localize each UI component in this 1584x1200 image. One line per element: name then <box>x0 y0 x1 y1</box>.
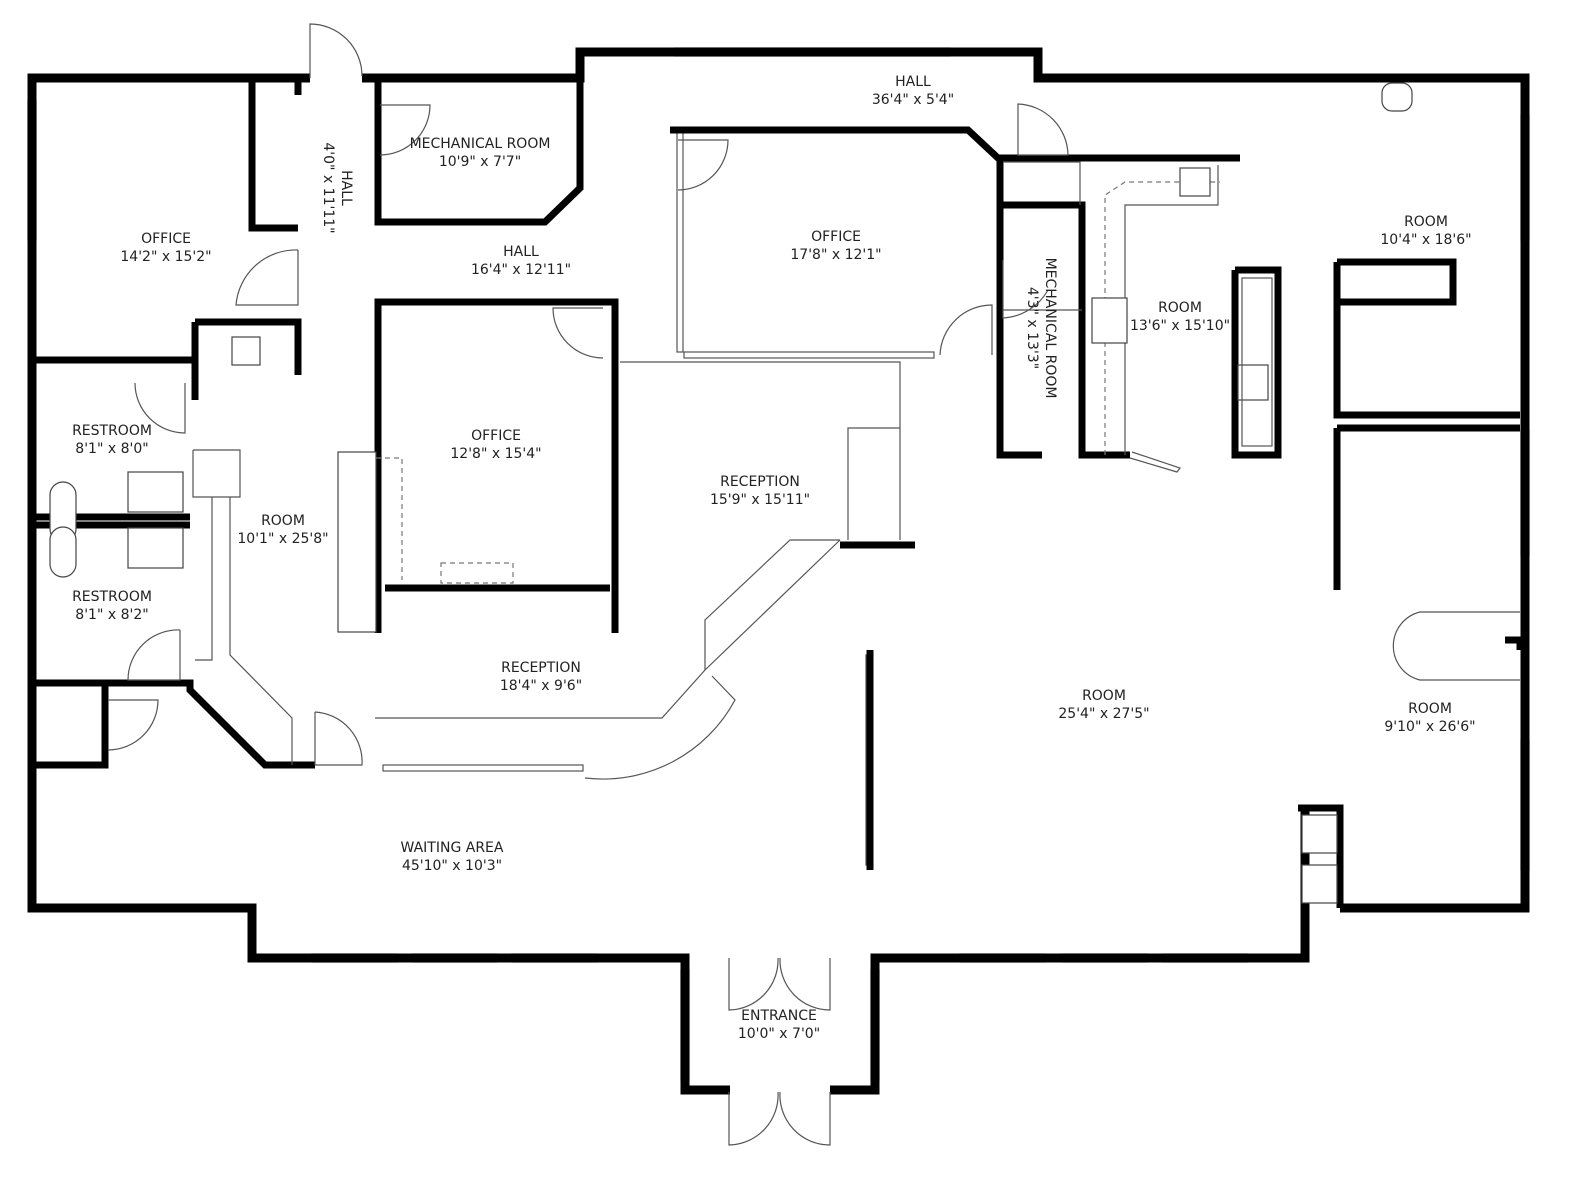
room-label-office-nw: OFFICE 14'2" x 15'2" <box>120 231 211 265</box>
room-size: 14'2" x 15'2" <box>120 249 211 265</box>
exterior-wall <box>362 47 1530 913</box>
room-size: 4'0" x 11'11" <box>320 142 336 233</box>
fixtures <box>49 82 1520 904</box>
room-size: 9'10" x 26'6" <box>1384 719 1475 735</box>
room-label-restroom-2: RESTROOM 8'1" x 8'2" <box>72 589 152 623</box>
room-label-office-center: OFFICE 17'8" x 12'1" <box>790 229 881 263</box>
room-size: 10'0" x 7'0" <box>738 1026 820 1042</box>
room-label-reception-lower: RECEPTION 18'4" x 9'6" <box>500 660 582 694</box>
room-label-room-long: ROOM 10'1" x 25'8" <box>237 513 328 547</box>
room-name: RECEPTION <box>720 474 800 490</box>
interior-walls <box>32 82 1524 908</box>
room-size: 25'4" x 27'5" <box>1058 706 1149 722</box>
room-label-mechanical-room-right: MECHANICAL ROOM 4'3" x 13'3" <box>1024 258 1058 399</box>
room-label-room-13x15: ROOM 13'6" x 15'10" <box>1130 300 1230 334</box>
room-name: HALL <box>895 74 931 90</box>
room-name: RESTROOM <box>72 423 152 439</box>
room-label-room-east: ROOM 9'10" x 26'6" <box>1384 701 1475 735</box>
room-name: WAITING AREA <box>401 840 504 856</box>
room-size: 12'8" x 15'4" <box>450 446 541 462</box>
room-name: ROOM <box>261 513 305 529</box>
room-size: 17'8" x 12'1" <box>790 247 881 263</box>
room-label-mechanical-room-top: MECHANICAL ROOM 10'9" x 7'7" <box>410 136 551 170</box>
room-name: HALL <box>503 244 539 260</box>
room-label-restroom-1: RESTROOM 8'1" x 8'0" <box>72 423 152 457</box>
room-size: 36'4" x 5'4" <box>872 92 954 108</box>
room-size: 10'4" x 18'6" <box>1380 232 1471 248</box>
room-label-hall-top: HALL 36'4" x 5'4" <box>872 74 954 108</box>
room-size: 15'9" x 15'11" <box>710 492 810 508</box>
room-label-room-ne: ROOM 10'4" x 18'6" <box>1380 214 1471 248</box>
room-name: ROOM <box>1158 300 1202 316</box>
room-size: 18'4" x 9'6" <box>500 678 582 694</box>
room-label-reception-upper: RECEPTION 15'9" x 15'11" <box>710 474 810 508</box>
room-name: OFFICE <box>471 428 521 444</box>
room-name: ROOM <box>1408 701 1452 717</box>
room-name: ROOM <box>1082 688 1126 704</box>
room-label-entrance: ENTRANCE 10'0" x 7'0" <box>738 1008 820 1042</box>
room-size: 13'6" x 15'10" <box>1130 318 1230 334</box>
room-name: MECHANICAL ROOM <box>410 136 551 152</box>
room-size: 8'1" x 8'2" <box>75 607 148 623</box>
room-name: ENTRANCE <box>741 1008 817 1024</box>
room-label-room-large: ROOM 25'4" x 27'5" <box>1058 688 1149 722</box>
room-name: OFFICE <box>141 231 191 247</box>
room-size: 16'4" x 12'11" <box>471 262 571 278</box>
room-name: RECEPTION <box>501 660 581 676</box>
room-size: 10'1" x 25'8" <box>237 531 328 547</box>
exterior-wall <box>830 808 1310 1095</box>
room-name: OFFICE <box>811 229 861 245</box>
room-size: 45'10" x 10'3" <box>402 858 502 874</box>
room-name: ROOM <box>1404 214 1448 230</box>
room-size: 4'3" x 13'3" <box>1024 287 1040 369</box>
room-size: 8'1" x 8'0" <box>75 441 148 457</box>
room-label-hall-vertical: HALL 4'0" x 11'11" <box>320 142 354 233</box>
exterior-wall <box>27 73 730 1095</box>
room-size: 10'9" x 7'7" <box>439 154 521 170</box>
room-name: HALL <box>338 170 354 206</box>
room-label-waiting-area: WAITING AREA 45'10" x 10'3" <box>401 840 504 874</box>
room-label-office-mid: OFFICE 12'8" x 15'4" <box>450 428 541 462</box>
room-label-hall-center: HALL 16'4" x 12'11" <box>471 244 571 278</box>
doors <box>107 23 1069 1146</box>
room-name: MECHANICAL ROOM <box>1042 258 1058 399</box>
room-name: RESTROOM <box>72 589 152 605</box>
